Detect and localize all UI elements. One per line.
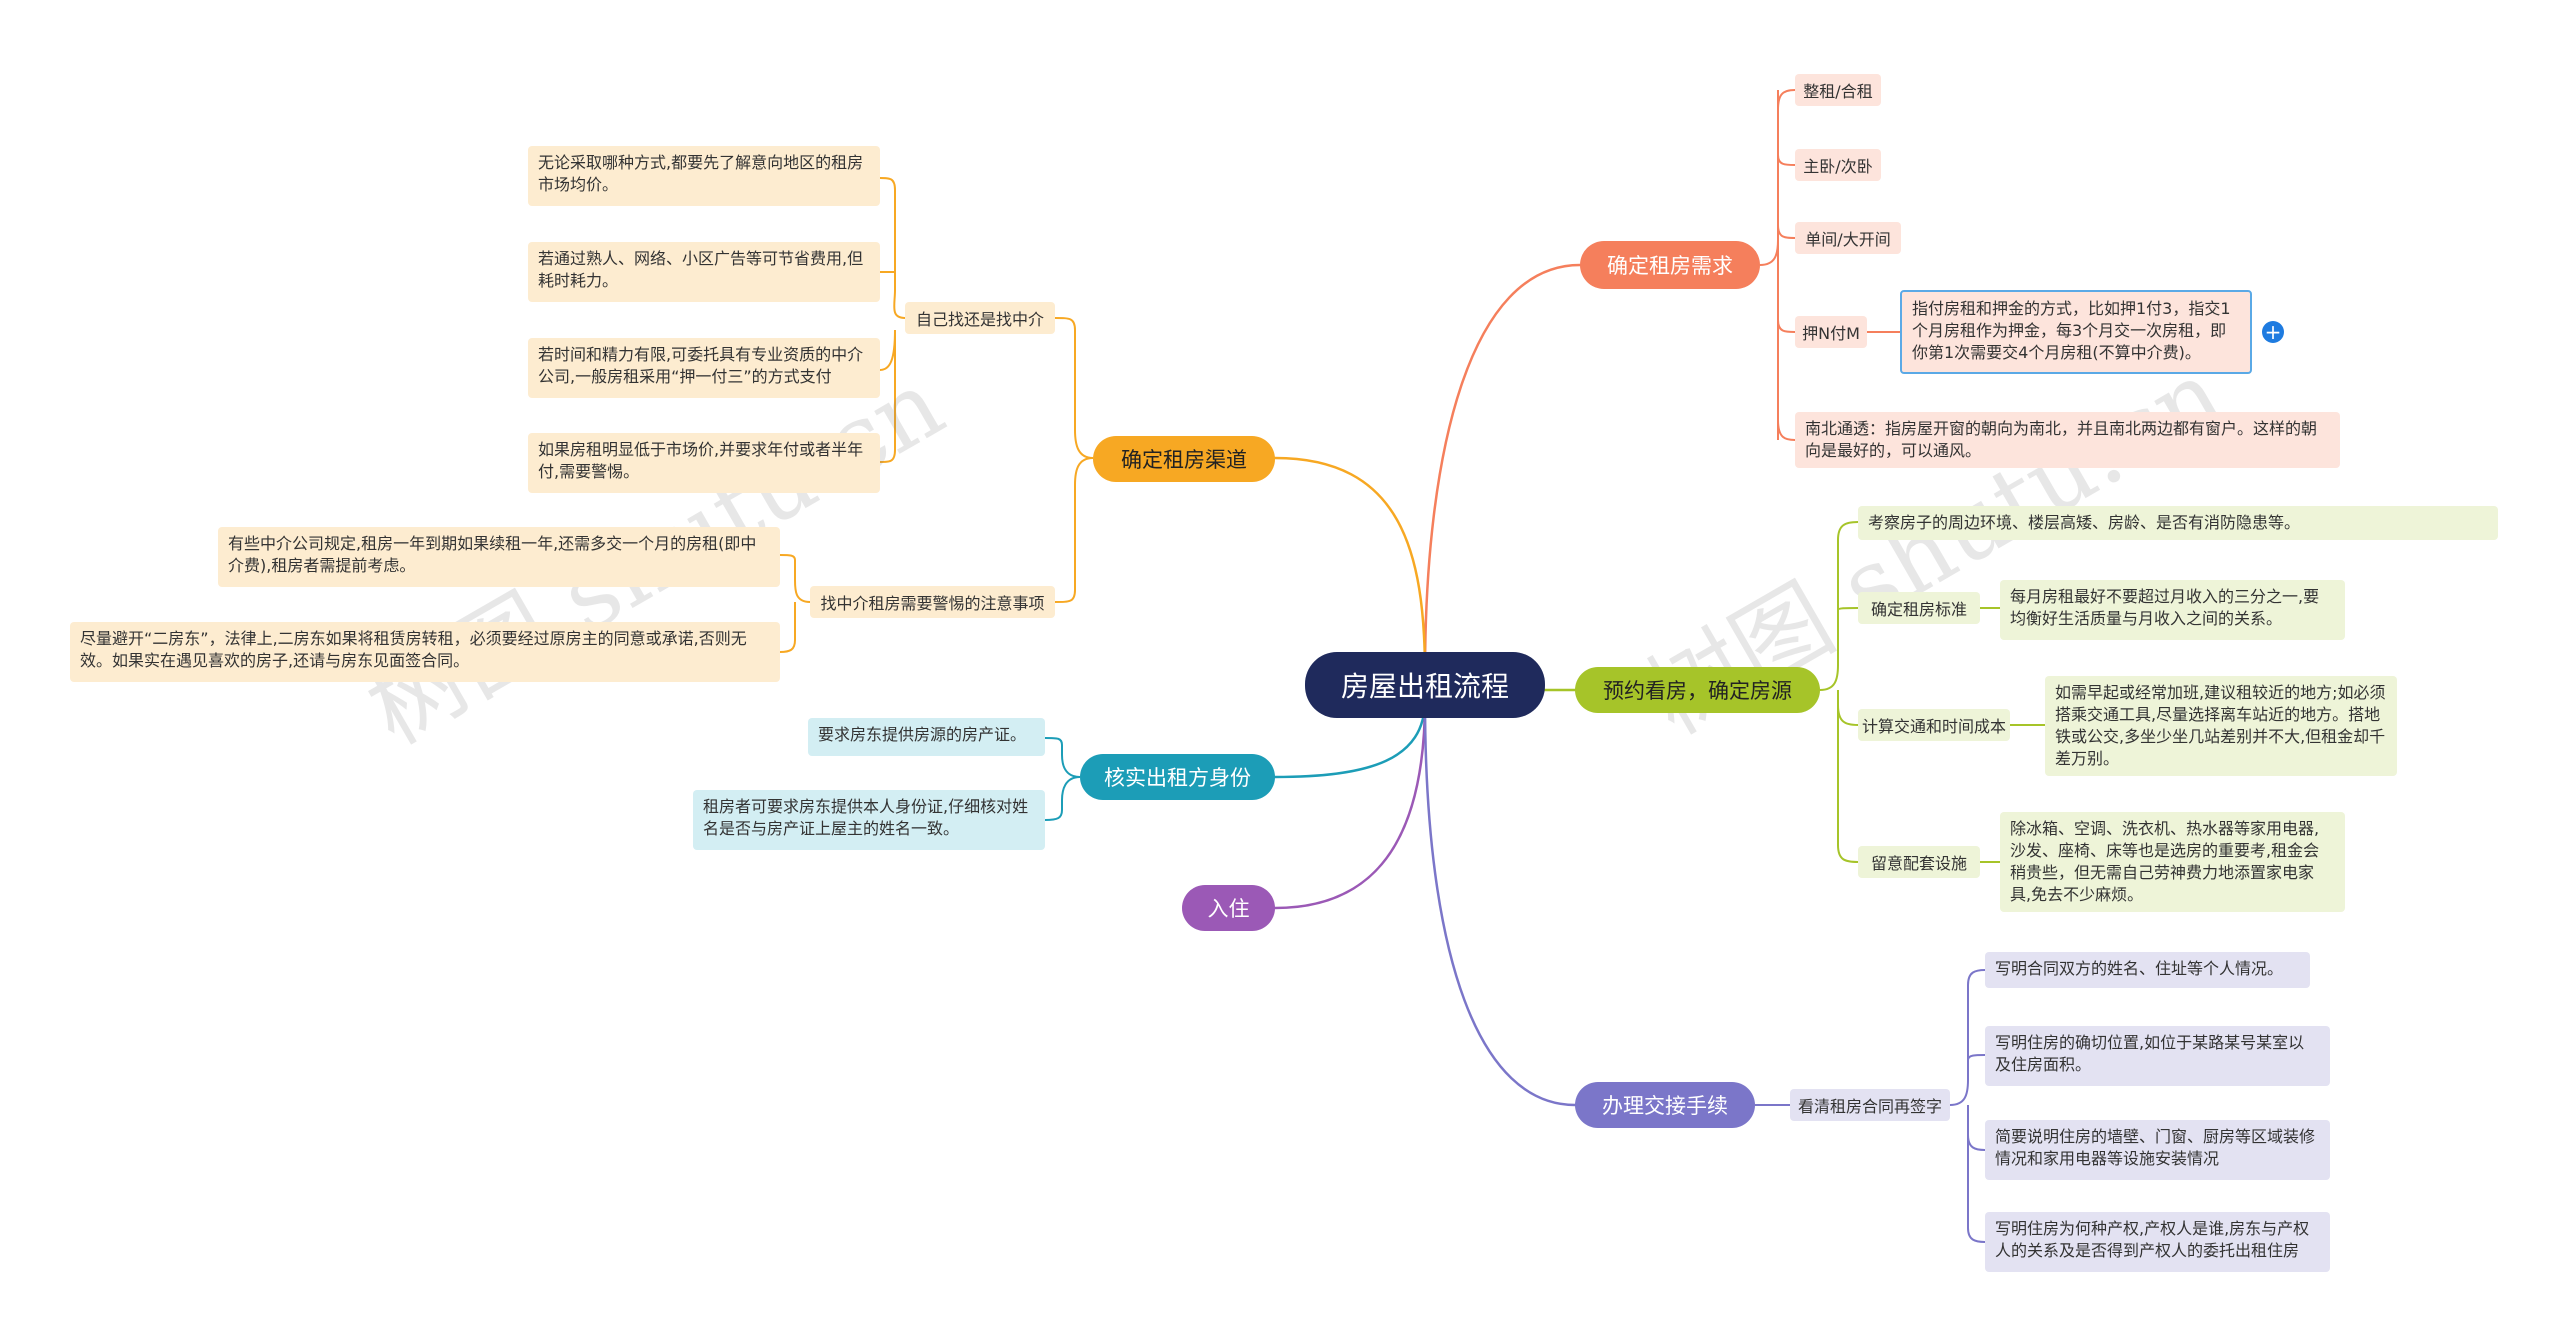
- viewing-rent-note[interactable]: 每月房租最好不要超过月收入的三分之一,要均衡好生活质量与月收入之间的关系。: [2000, 580, 2345, 640]
- link-root-channel: [1273, 456, 1427, 677]
- link-root-verify: [1273, 698, 1427, 779]
- branch-movein[interactable]: 入住: [1182, 885, 1275, 931]
- channel-agent-notes[interactable]: 找中介租房需要警惕的注意事项: [810, 586, 1055, 618]
- channel-self-or-agent[interactable]: 自己找还是找中介: [905, 302, 1055, 334]
- contract-note-1[interactable]: 写明合同双方的姓名、住址等个人情况。: [1985, 952, 2310, 988]
- channel-note-4[interactable]: 如果房租明显低于市场价,并要求年付或者半年付,需要警惕。: [528, 433, 880, 493]
- req-item-orientation[interactable]: 南北通透：指房屋开窗的朝向为南北，并且南北两边都有窗户。这样的朝向是最好的，可以…: [1795, 412, 2340, 468]
- link-root-requirements: [1423, 263, 1582, 677]
- req-item-single[interactable]: 单间/大开间: [1795, 222, 1901, 254]
- branch-viewing[interactable]: 预约看房，确定房源: [1575, 667, 1820, 713]
- agent-note-2[interactable]: 尽量避开“二房东”，法律上,二房东如果将租赁房转租，必须要经过原房主的同意或承诺…: [70, 622, 780, 682]
- branch-verify[interactable]: 核实出租方身份: [1080, 754, 1275, 800]
- branch-contract[interactable]: 办理交接手续: [1575, 1082, 1755, 1128]
- expand-plus-icon[interactable]: +: [2262, 321, 2284, 343]
- req-deposit-note[interactable]: 指付房租和押金的方式，比如押1付3，指交1个月房租作为押金，每3个月交一次房租，…: [1900, 290, 2252, 374]
- viewing-rent-standard[interactable]: 确定租房标准: [1858, 592, 1980, 624]
- contract-read[interactable]: 看清租房合同再签字: [1790, 1089, 1950, 1121]
- branch-channel[interactable]: 确定租房渠道: [1093, 436, 1275, 482]
- contract-note-3[interactable]: 简要说明住房的墙壁、门窗、厨房等区域装修情况和家用电器等设施安装情况: [1985, 1120, 2330, 1180]
- link-root-contract: [1423, 698, 1577, 1107]
- req-item-deposit[interactable]: 押N付M: [1795, 316, 1867, 348]
- contract-note-4[interactable]: 写明住房为何种产权,产权人是谁,房东与产权人的关系及是否得到产权人的委托出租住房: [1985, 1212, 2330, 1272]
- viewing-commute[interactable]: 计算交通和时间成本: [1858, 709, 2010, 741]
- req-item-whole[interactable]: 整租/合租: [1795, 74, 1881, 106]
- verify-note-2[interactable]: 租房者可要求房东提供本人身份证,仔细核对姓名是否与房产证上屋主的姓名一致。: [693, 790, 1045, 850]
- verify-note-1[interactable]: 要求房东提供房源的房产证。: [808, 718, 1045, 756]
- contract-note-2[interactable]: 写明住房的确切位置,如位于某路某号某室以及住房面积。: [1985, 1026, 2330, 1086]
- viewing-facilities-note[interactable]: 除冰箱、空调、洗衣机、热水器等家用电器,沙发、座椅、床等也是选房的重要考,租金会…: [2000, 812, 2345, 912]
- root-node[interactable]: 房屋出租流程: [1305, 652, 1545, 718]
- viewing-facilities[interactable]: 留意配套设施: [1858, 846, 1980, 878]
- channel-note-1[interactable]: 无论采取哪种方式,都要先了解意向地区的租房市场均价。: [528, 146, 880, 206]
- link-root-movein: [1273, 698, 1427, 910]
- agent-note-1[interactable]: 有些中介公司规定,租房一年到期如果续租一年,还需多交一个月的房租(即中介费),租…: [218, 527, 780, 587]
- channel-note-3[interactable]: 若时间和精力有限,可委托具有专业资质的中介公司,一般房租采用“押一付三”的方式支…: [528, 338, 880, 398]
- branch-requirements[interactable]: 确定租房需求: [1580, 241, 1760, 289]
- viewing-inspect[interactable]: 考察房子的周边环境、楼层高矮、房龄、是否有消防隐患等。: [1858, 506, 2498, 540]
- req-item-room[interactable]: 主卧/次卧: [1795, 149, 1881, 181]
- channel-note-2[interactable]: 若通过熟人、网络、小区广告等可节省费用,但耗时耗力。: [528, 242, 880, 302]
- viewing-commute-note[interactable]: 如需早起或经常加班,建议租较近的地方;如必须搭乘交通工具,尽量选择离车站近的地方…: [2045, 676, 2397, 776]
